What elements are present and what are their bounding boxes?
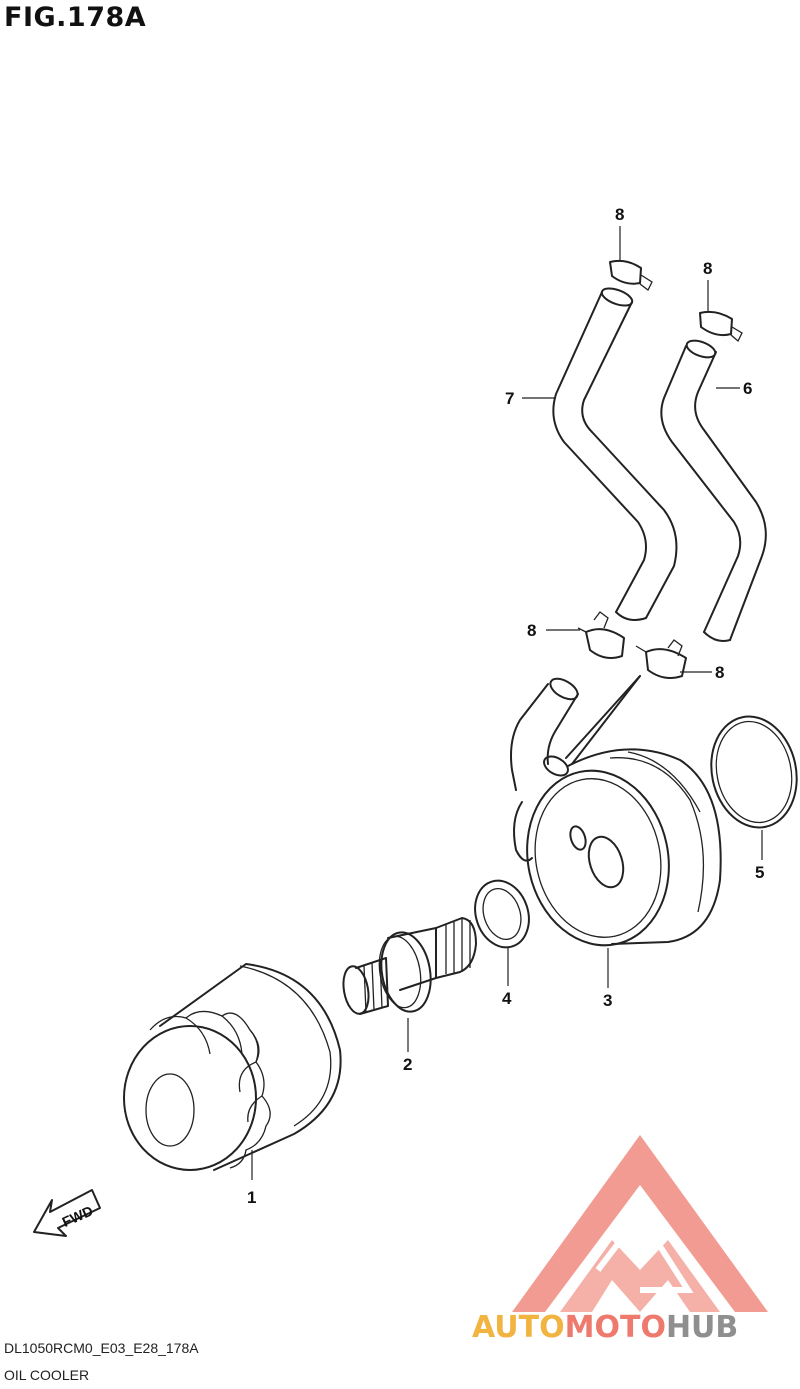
forward-arrow-label: FWD — [60, 1202, 96, 1230]
oil-hose-6 — [660, 339, 767, 642]
hose-clamp-middle-right — [635, 639, 687, 679]
section-name: OIL COOLER — [4, 1367, 90, 1383]
callout-5: 5 — [755, 863, 764, 882]
callout-8-top-right: 8 — [703, 259, 712, 278]
callout-8-top-left: 8 — [615, 205, 624, 224]
oil-filter-1 — [123, 963, 342, 1171]
callout-6: 6 — [743, 379, 752, 398]
watermark-text-moto: MOTO — [565, 1310, 666, 1345]
callout-1: 1 — [247, 1188, 256, 1207]
union-bolt-2 — [342, 917, 477, 1015]
hose-clamp-top-right — [699, 310, 743, 343]
oil-hose-7 — [552, 287, 678, 621]
watermark-text-auto: AUTO — [472, 1310, 565, 1345]
forward-direction-arrow-icon: FWD — [33, 1189, 101, 1237]
callout-7: 7 — [505, 389, 514, 408]
callout-4: 4 — [502, 989, 512, 1008]
figure-title: FIG.178A — [4, 2, 147, 33]
cooler-pipes — [510, 675, 641, 791]
watermark-logo-icon — [512, 1135, 768, 1312]
oil-cooler — [513, 748, 722, 947]
model-code: DL1050RCM0_E03_E28_178A — [4, 1340, 199, 1356]
callout-3: 3 — [603, 991, 612, 1010]
callout-8-middle-left: 8 — [527, 621, 536, 640]
o-ring-5 — [710, 715, 798, 829]
watermark-text: AUTOMOTOHUB — [472, 1310, 738, 1345]
watermark-text-hub: HUB — [666, 1310, 738, 1345]
gasket-4 — [474, 879, 530, 949]
hose-clamp-top-left — [609, 259, 653, 291]
callout-2: 2 — [403, 1055, 412, 1074]
hose-clamp-middle-left — [577, 611, 625, 659]
callout-8-middle-right: 8 — [715, 663, 724, 682]
leader-lines — [251, 226, 763, 1180]
